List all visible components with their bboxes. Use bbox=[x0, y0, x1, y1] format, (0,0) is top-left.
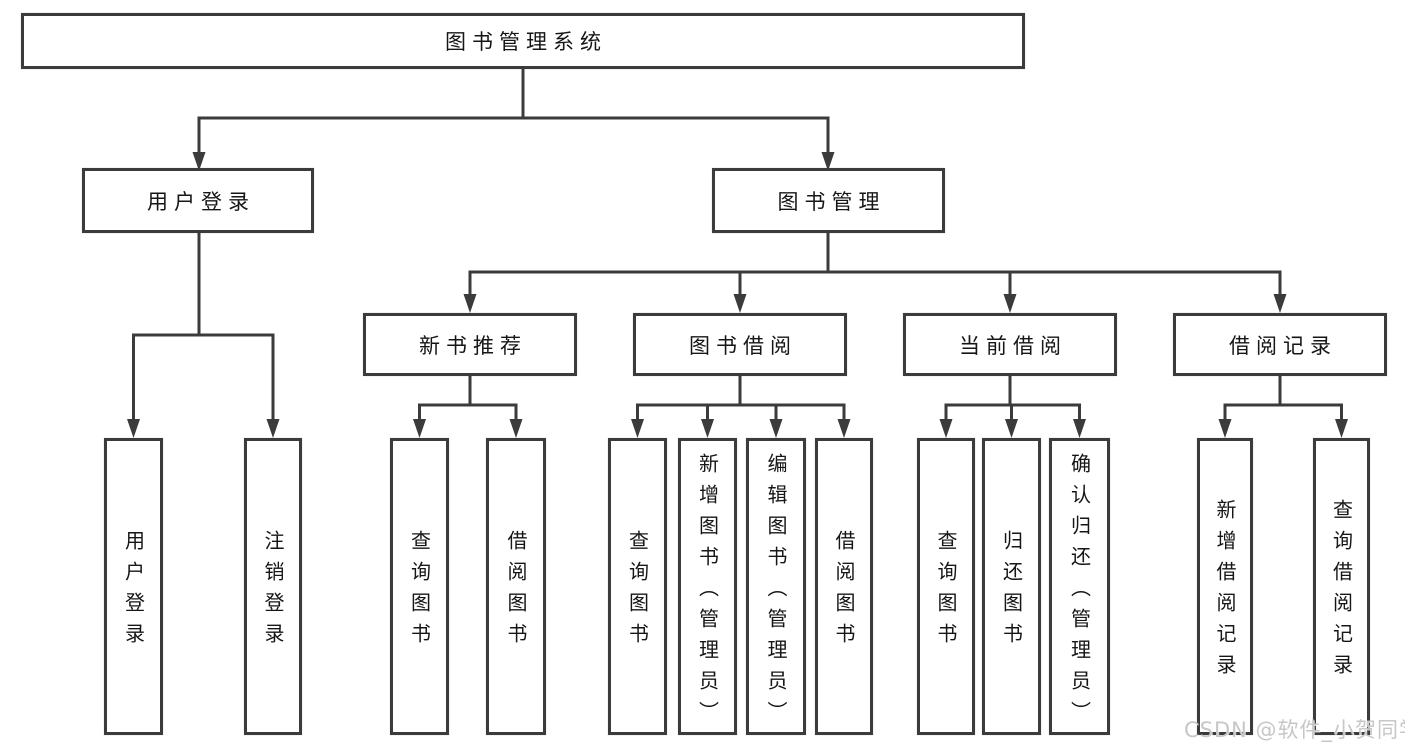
arrow-down-icon bbox=[939, 419, 953, 438]
node-label: 查询借阅记录 bbox=[1329, 499, 1354, 685]
node-label: 查询图书 bbox=[407, 530, 432, 654]
connector-book-management bbox=[463, 231, 1287, 313]
node-label: 借阅图书 bbox=[832, 530, 856, 654]
node-confirm-return-admin: 确认归还（管理员） bbox=[1049, 438, 1110, 735]
node-book-management: 图书管理 bbox=[712, 168, 945, 233]
node-current-borrow: 当前借阅 bbox=[903, 313, 1117, 376]
arrow-down-icon bbox=[463, 294, 477, 313]
node-query-borrow-record: 查询借阅记录 bbox=[1313, 438, 1370, 735]
node-login: 用户登录 bbox=[104, 438, 163, 735]
node-label: 用户登录 bbox=[121, 530, 146, 654]
node-add-book-admin: 新增图书（管理员） bbox=[678, 438, 737, 735]
node-query-books-borrow: 查询图书 bbox=[608, 438, 667, 735]
node-label: 图书借阅 bbox=[689, 333, 797, 358]
node-borrow-books-recommend: 借阅图书 bbox=[486, 438, 546, 735]
node-new-book-recommend: 新书推荐 bbox=[363, 313, 577, 376]
node-label: 确认归还（管理员） bbox=[1067, 452, 1092, 732]
node-borrow-books: 借阅图书 bbox=[815, 438, 873, 735]
arrow-down-icon bbox=[701, 419, 714, 438]
node-add-borrow-record: 新增借阅记录 bbox=[1197, 438, 1253, 735]
node-label: 新书推荐 bbox=[419, 333, 527, 358]
node-book-borrow: 图书借阅 bbox=[633, 313, 847, 376]
node-label: 当前借阅 bbox=[959, 333, 1067, 358]
arrow-down-icon bbox=[1073, 419, 1086, 438]
node-label: 注销登录 bbox=[261, 530, 285, 654]
node-return-book: 归还图书 bbox=[982, 438, 1041, 735]
connector-current-borrow bbox=[939, 374, 1086, 438]
connector-user-login bbox=[127, 231, 280, 438]
node-query-books-recommend: 查询图书 bbox=[390, 438, 449, 735]
node-label: 查询图书 bbox=[934, 530, 958, 654]
connector-new-book-recommend bbox=[413, 374, 523, 438]
arrow-down-icon bbox=[1273, 294, 1287, 313]
node-system-root: 图书管理系统 bbox=[21, 13, 1025, 69]
arrow-down-icon bbox=[733, 294, 747, 313]
node-label: 查询图书 bbox=[625, 530, 650, 654]
node-borrow-records: 借阅记录 bbox=[1173, 313, 1387, 376]
arrow-down-icon bbox=[1003, 294, 1017, 313]
node-user-login: 用户登录 bbox=[82, 168, 314, 233]
arrow-down-icon bbox=[1005, 419, 1018, 438]
arrow-down-icon bbox=[413, 419, 426, 438]
arrow-down-icon bbox=[266, 419, 280, 438]
arrow-down-icon bbox=[631, 419, 644, 438]
arrow-down-icon bbox=[192, 152, 206, 171]
node-label: 图书管理系统 bbox=[445, 30, 607, 54]
node-logout: 注销登录 bbox=[244, 438, 302, 735]
connector-borrow-records bbox=[1218, 374, 1348, 438]
arrow-down-icon bbox=[769, 419, 783, 438]
node-label: 归还图书 bbox=[999, 530, 1024, 654]
node-label: 新增图书（管理员） bbox=[695, 452, 720, 732]
arrow-down-icon bbox=[821, 152, 835, 171]
node-query-books-current: 查询图书 bbox=[917, 438, 975, 735]
csdn-watermark: CSDN @软件_小贺同学 bbox=[1184, 718, 1405, 742]
node-label: 编辑图书（管理员） bbox=[764, 452, 788, 732]
arrow-down-icon bbox=[1218, 419, 1232, 438]
node-label: 借阅图书 bbox=[504, 530, 528, 654]
node-label: 用户登录 bbox=[147, 189, 255, 214]
arrow-down-icon bbox=[127, 419, 140, 438]
arrow-down-icon bbox=[1335, 419, 1348, 438]
arrow-down-icon bbox=[837, 419, 851, 438]
node-edit-book-admin: 编辑图书（管理员） bbox=[746, 438, 806, 735]
node-label: 图书管理 bbox=[777, 189, 886, 214]
connector-book-borrow bbox=[631, 374, 851, 438]
connector-root bbox=[192, 67, 835, 171]
node-label: 借阅记录 bbox=[1229, 333, 1337, 358]
arrow-down-icon bbox=[509, 419, 523, 438]
node-label: 新增借阅记录 bbox=[1213, 499, 1237, 685]
